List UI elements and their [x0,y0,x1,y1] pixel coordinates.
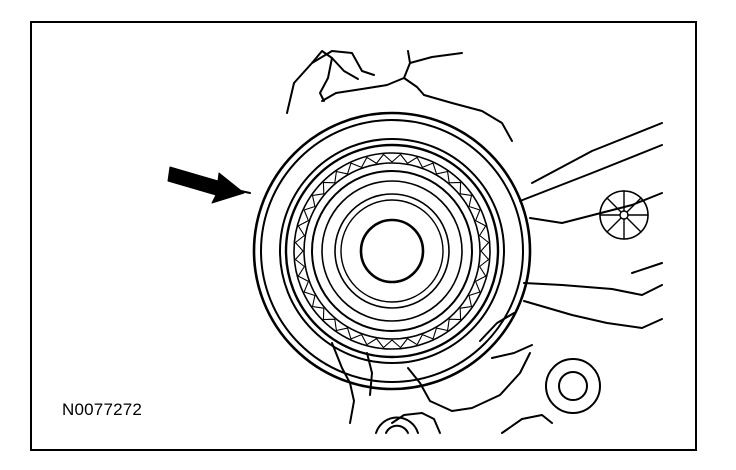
arrow-right-icon [167,166,251,204]
tooth-zigzag [294,153,490,349]
bolt-head-icon [599,190,649,240]
figure-frame: N0077272 [30,21,697,451]
bottom-bushing [375,416,419,434]
pulley-illustration [167,50,663,434]
tooth-ring [294,153,490,349]
figure-code-label: N0077272 [62,400,143,419]
lower-bushing [545,358,601,414]
pulley [252,111,532,391]
engine-bracket-outline [286,50,663,434]
